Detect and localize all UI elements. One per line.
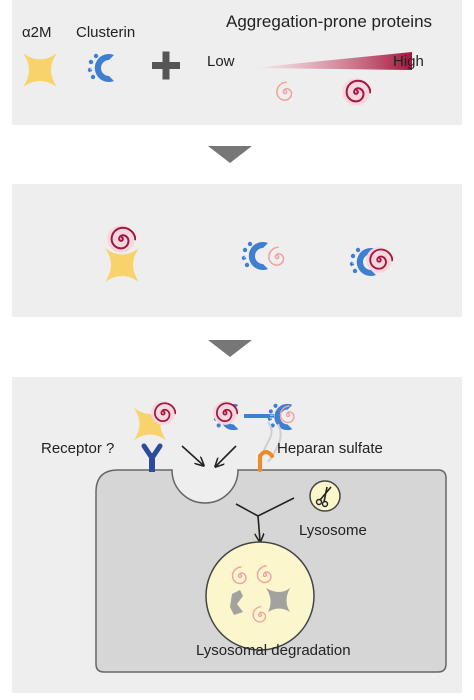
heparan-sulfate-icon (257, 421, 282, 472)
receptor-icon (141, 443, 163, 472)
lysosomal-degradation-label: Lysosomal degradation (196, 642, 351, 659)
alpha2m-label: α2M (22, 24, 52, 41)
aggregate-high-icon (341, 77, 371, 107)
aggregate-high-icon (106, 224, 136, 254)
clusterin-icon (241, 241, 269, 271)
high-label: High (393, 53, 424, 70)
receptor-label: Receptor ? (41, 440, 115, 457)
low-label: Low (207, 53, 235, 70)
aggregate-high-icon (365, 246, 393, 274)
uptake-arrow-right (216, 445, 237, 466)
lysosome-label: Lysosome (299, 522, 367, 539)
step-arrow-icon (208, 146, 252, 163)
uptake-arrow-left (181, 445, 203, 465)
aggregation-title: Aggregation-prone proteins (226, 12, 433, 31)
aggregate-low-icon (268, 246, 285, 266)
aggregate-low-icon (276, 81, 293, 101)
alpha2m-icon (105, 248, 139, 282)
lysosome-compartment (205, 541, 315, 651)
clusterin-icon (87, 53, 115, 83)
aggregate-high-icon (150, 400, 176, 426)
aggregation-gradient-wedge (252, 52, 412, 70)
step-arrow-icon (208, 340, 252, 357)
alpha2m-icon (23, 53, 57, 87)
heparan-sulfate-label: Heparan sulfate (277, 440, 383, 457)
lysosome-scissors-icon (309, 480, 341, 512)
to-lysosome-arrow (258, 515, 260, 541)
plus-icon (152, 51, 180, 80)
clusterin-label: Clusterin (76, 24, 136, 41)
